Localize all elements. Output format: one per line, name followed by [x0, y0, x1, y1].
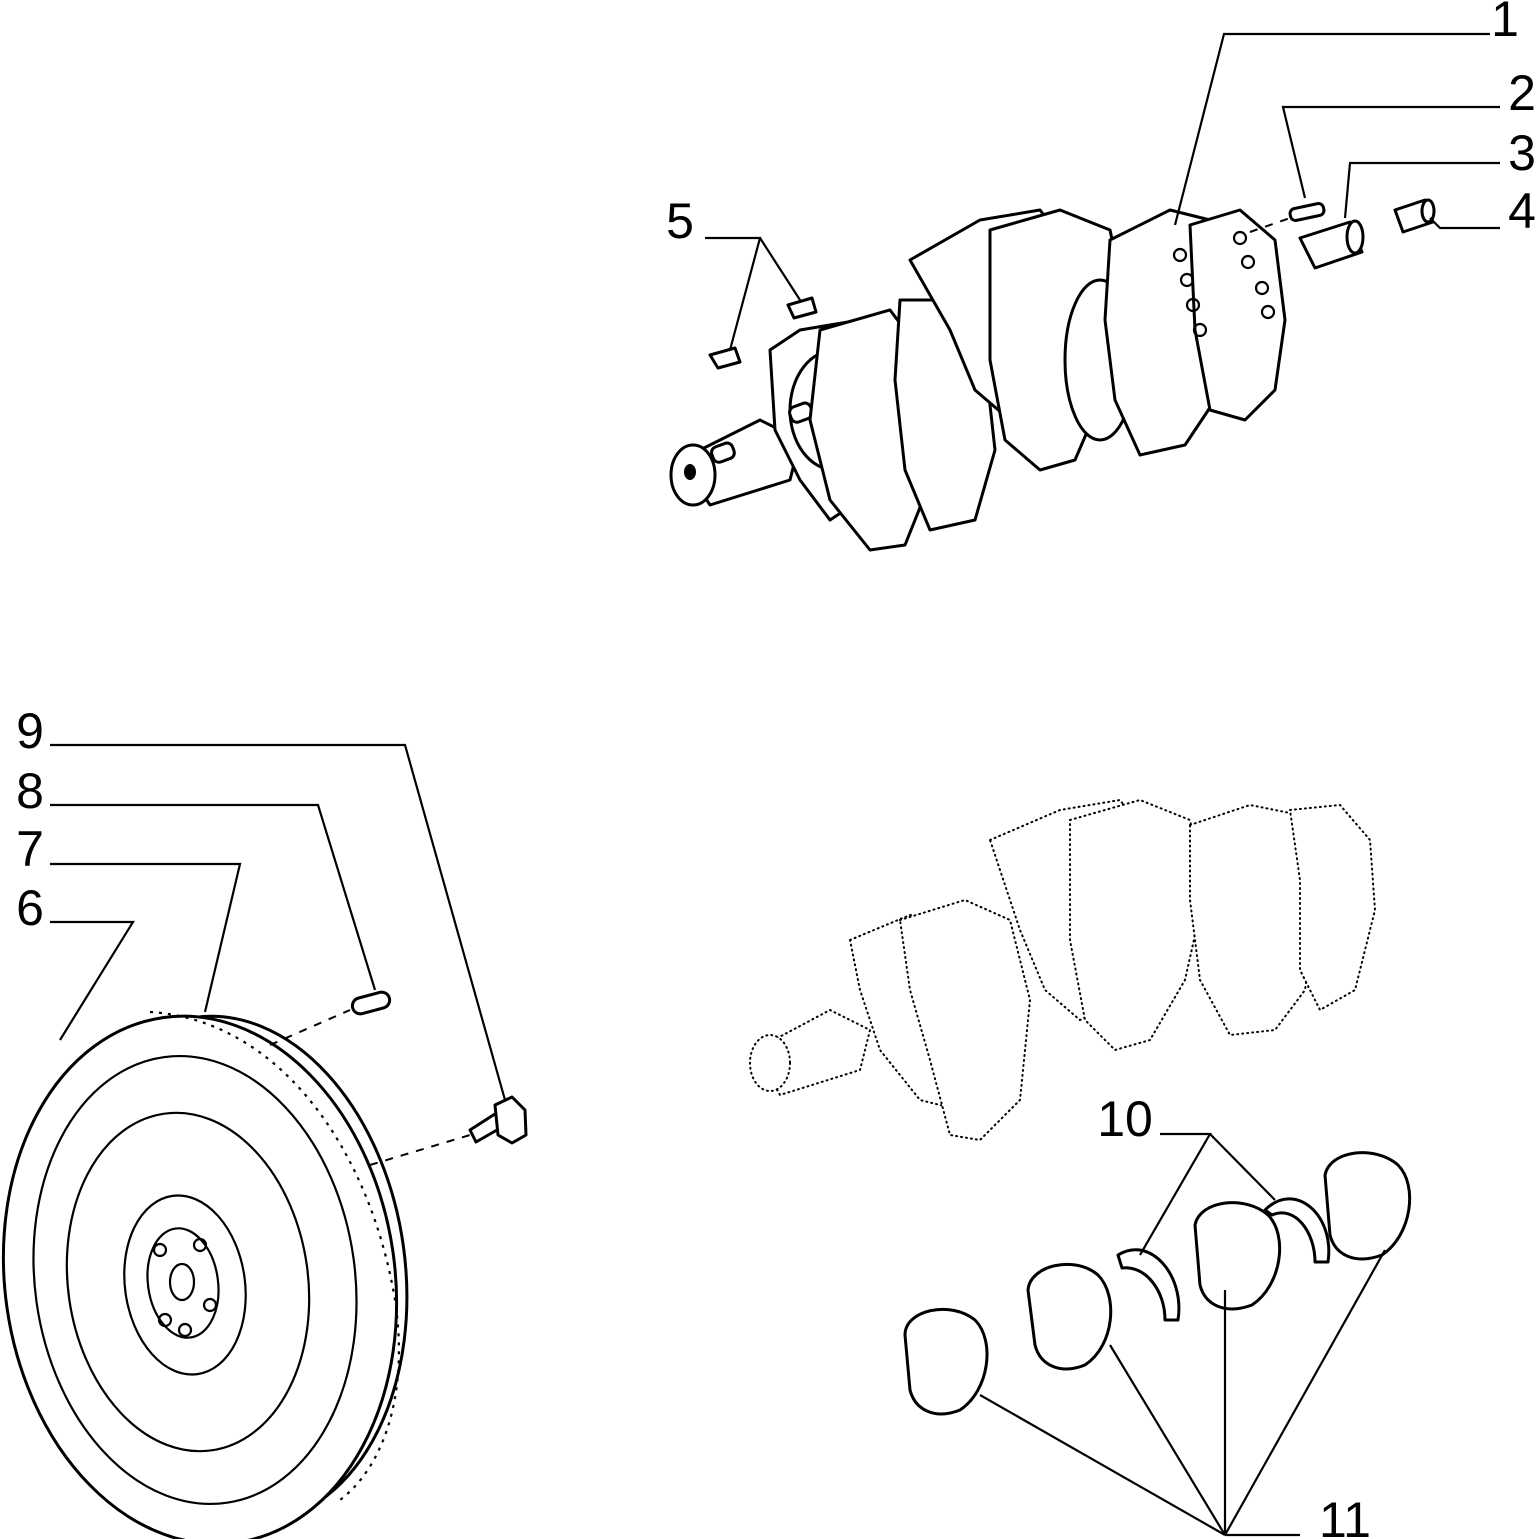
- callout-7: 7: [16, 821, 44, 877]
- leader-lines: [50, 32, 1500, 1537]
- callout-8: 8: [16, 763, 44, 819]
- callout-2: 2: [1508, 65, 1536, 121]
- dowel-pin-part-2: [1288, 202, 1326, 222]
- callout-labels: 1 2 3 4 5 6 7 8 9 10 11: [16, 0, 1536, 1539]
- dowel-pin-part-8: [350, 990, 392, 1016]
- callout-1: 1: [1491, 0, 1519, 47]
- callout-6: 6: [16, 880, 44, 936]
- callout-3: 3: [1508, 125, 1536, 181]
- callout-5: 5: [666, 193, 694, 249]
- callout-9: 9: [16, 703, 44, 759]
- woodruff-key-part-5-b: [786, 296, 818, 320]
- callout-4: 4: [1508, 183, 1536, 239]
- callout-11: 11: [1319, 1492, 1371, 1539]
- woodruff-key-part-5-a: [708, 346, 742, 370]
- crankshaft-assembly: [669, 208, 1287, 552]
- crankshaft-flange-holes: [1172, 230, 1276, 338]
- flywheel-bolt-holes: [152, 1237, 218, 1338]
- flywheel-bolt-part-9: [468, 1095, 528, 1145]
- crankshaft-reference-ghost: [749, 798, 1377, 1142]
- bushing-part-3: [1298, 219, 1365, 270]
- main-bearing-shells-part-11: [903, 1151, 1412, 1416]
- callout-10: 10: [1097, 1091, 1153, 1147]
- cap-part-4: [1393, 198, 1436, 234]
- flywheel-part-6: [1, 1014, 409, 1539]
- part-2-alignment-line: [1249, 217, 1291, 233]
- thrust-washers-part-10: [1116, 1197, 1331, 1322]
- part-9-alignment-line: [369, 1134, 471, 1166]
